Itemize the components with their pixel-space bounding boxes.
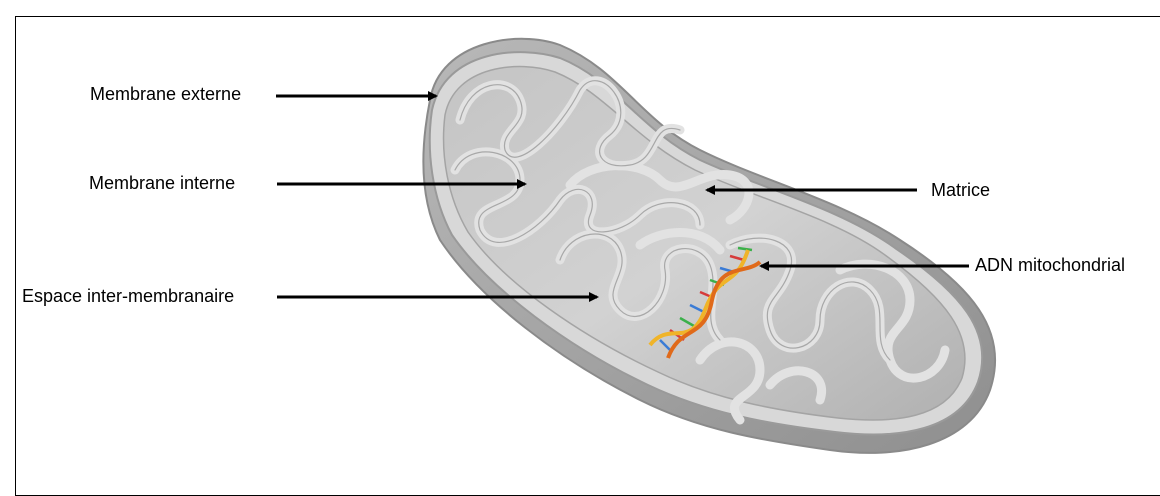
label-intermembrane-space: Espace inter-membranaire xyxy=(22,286,234,307)
label-mitochondrial-dna: ADN mitochondrial xyxy=(975,255,1125,276)
label-matrix: Matrice xyxy=(931,180,990,201)
label-outer-membrane: Membrane externe xyxy=(90,84,241,105)
label-inner-membrane: Membrane interne xyxy=(89,173,235,194)
mitochondrion-diagram xyxy=(0,0,1160,483)
